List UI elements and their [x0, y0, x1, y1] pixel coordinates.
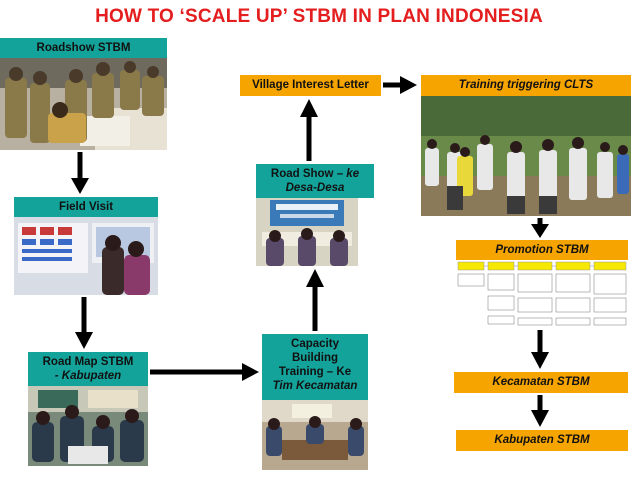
arrow-promotion-to-kecamatan	[531, 330, 549, 369]
training-clts-photo	[421, 96, 631, 216]
arrow-road-show-to-village-letter	[300, 99, 318, 161]
road-map-photo	[28, 386, 148, 466]
arrow-training-to-promotion	[531, 218, 549, 238]
capacity-line3: Training – Ke	[278, 366, 352, 378]
road-show-desa-line2: Desa-Desa	[285, 182, 345, 194]
training-clts-box: Training triggering CLTS	[421, 75, 631, 96]
capacity-line4: Tim Kecamatan	[272, 380, 358, 392]
arrow-field-visit-to-road-map	[75, 297, 93, 349]
field-visit-box: Field Visit	[14, 197, 158, 217]
arrow-road-map-to-capacity	[150, 363, 259, 381]
village-interest-letter-label: Village Interest Letter	[252, 79, 369, 91]
road-show-desa-line1a: Road Show –	[270, 168, 347, 180]
village-interest-letter-box: Village Interest Letter	[240, 75, 381, 96]
page-title: HOW TO ‘SCALE UP’ STBM IN PLAN INDONESIA	[95, 6, 543, 27]
promotion-stbm-label: Promotion STBM	[495, 244, 589, 256]
road-map-line2: - Kabupaten	[54, 370, 122, 382]
promotion-stbm-box: Promotion STBM	[456, 240, 628, 260]
arrow-roadshow-to-field-visit	[71, 152, 89, 194]
capacity-building-box: Capacity Building Training – Ke Tim Keca…	[262, 334, 368, 400]
road-map-box: Road Map STBM - Kabupaten	[28, 352, 148, 386]
road-map-line1: Road Map STBM	[42, 356, 134, 368]
field-visit-label: Field Visit	[58, 201, 114, 213]
training-clts-label: Training triggering CLTS	[458, 79, 594, 91]
kabupaten-stbm-box: Kabupaten STBM	[456, 430, 628, 451]
promotion-flowchart-image	[456, 260, 628, 328]
road-show-desa-line1b: ke	[346, 168, 360, 180]
field-visit-photo	[14, 217, 158, 295]
kecamatan-stbm-label: Kecamatan STBM	[492, 376, 590, 388]
capacity-line2: Building	[292, 352, 338, 364]
roadshow-stbm-box: Roadshow STBM	[0, 38, 167, 58]
capacity-line1: Capacity	[291, 338, 339, 350]
capacity-building-photo	[262, 400, 368, 470]
kabupaten-stbm-label: Kabupaten STBM	[494, 434, 590, 446]
road-show-desa-box: Road Show – ke Desa-Desa	[256, 164, 374, 198]
arrow-kecamatan-to-kabupaten	[531, 395, 549, 427]
roadshow-photo	[0, 58, 167, 150]
arrow-village-letter-to-training	[383, 76, 417, 94]
road-show-desa-photo	[256, 198, 358, 266]
roadshow-stbm-label: Roadshow STBM	[36, 42, 131, 54]
arrow-capacity-to-road-show	[306, 269, 324, 331]
kecamatan-stbm-box: Kecamatan STBM	[454, 372, 628, 393]
